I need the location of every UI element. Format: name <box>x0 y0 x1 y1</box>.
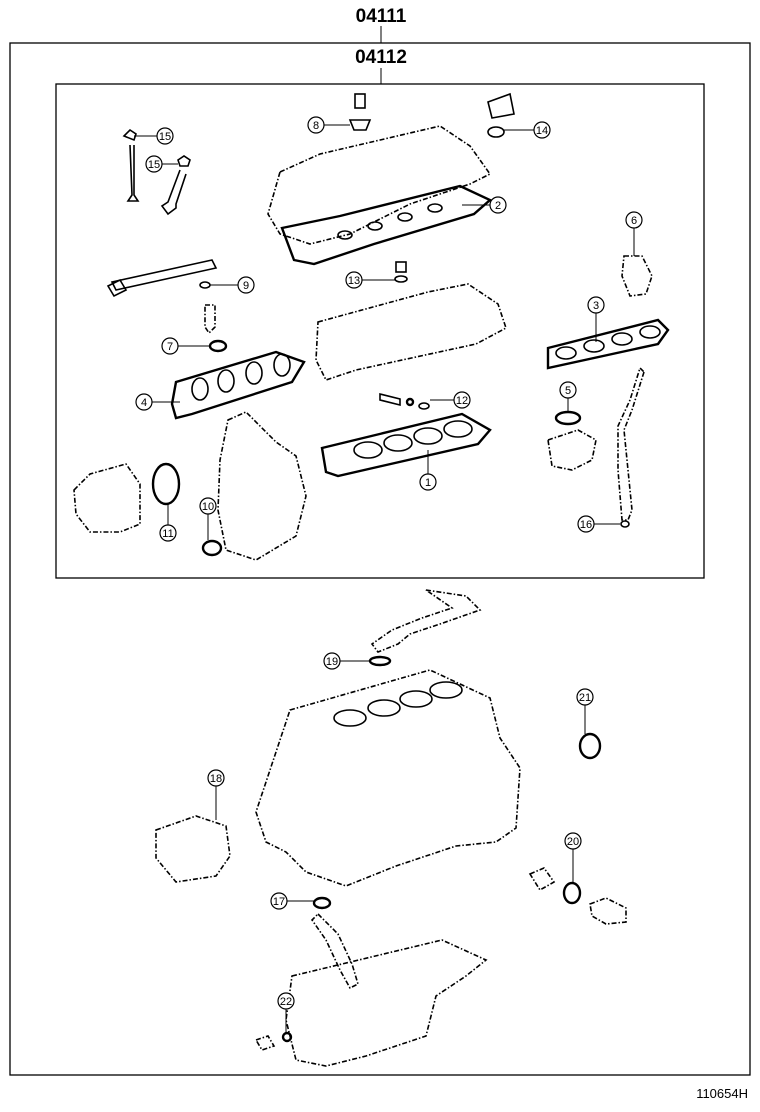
callout-21-label: 21 <box>579 692 591 704</box>
cylinder-head-cover-gasket <box>280 184 493 266</box>
cylinder-block-bores <box>333 681 463 727</box>
o-ring-part-20 <box>562 881 582 905</box>
callout-20-label: 20 <box>567 836 579 848</box>
callout-1-label: 1 <box>425 477 431 489</box>
oil-level-gauge-guide <box>370 589 482 653</box>
outer-assembly-number: 04111 <box>356 6 407 27</box>
callout-15-lower <box>145 155 163 173</box>
callout-6-label: 6 <box>631 215 637 227</box>
rear-oil-seal-retainer <box>155 815 231 883</box>
callout-20 <box>564 832 582 850</box>
figure-id: 110654H <box>696 1086 748 1101</box>
callout-19 <box>323 652 341 670</box>
plug-part-13 <box>394 261 408 283</box>
gasket-part-19 <box>368 655 392 667</box>
cylinder-head <box>315 283 507 381</box>
inner-frame <box>55 83 705 579</box>
spark-plug-tube-gaskets <box>337 203 443 240</box>
exhaust-manifold-ports <box>191 353 291 401</box>
stud-bolt-part-12 <box>379 392 430 410</box>
callout-12 <box>453 391 471 409</box>
callout-12-label: 12 <box>456 395 468 407</box>
water-pump <box>73 463 141 533</box>
callout-11-label: 11 <box>162 528 173 540</box>
callout-9-label: 9 <box>243 280 249 292</box>
oil-seal-part-10 <box>201 539 223 557</box>
callout-3 <box>587 296 605 314</box>
callout-15-lower-label: 15 <box>148 159 160 171</box>
exhaust-valve <box>160 155 191 216</box>
camshaft-end <box>106 278 128 298</box>
oil-seal-part-21 <box>578 732 602 760</box>
gasket-part-6 <box>621 255 653 297</box>
callout-21 <box>576 688 594 706</box>
cylinder-head-cover <box>267 125 492 245</box>
cylinder-block <box>255 669 521 887</box>
callout-4 <box>135 393 153 411</box>
inner-assembly-number: 04112 <box>355 47 407 68</box>
timing-chain-cover <box>217 411 307 561</box>
callout-5-label: 5 <box>565 385 571 397</box>
oil-pan <box>285 939 488 1067</box>
water-inlet <box>528 867 556 892</box>
callout-22-label: 22 <box>280 996 292 1008</box>
callout-15-upper-label: 15 <box>159 131 171 143</box>
callout-2-label: 2 <box>495 200 501 212</box>
callout-9 <box>237 276 255 294</box>
dipstick-guide <box>617 366 645 521</box>
o-ring-part-11 <box>151 462 181 506</box>
callout-1 <box>419 473 437 491</box>
callout-14 <box>533 121 551 139</box>
callout-18-label: 18 <box>210 773 222 785</box>
throttle-body <box>547 429 597 471</box>
callout-18 <box>207 769 225 787</box>
callout-8-label: 8 <box>313 120 319 132</box>
drain-plug-gasket-22 <box>281 1031 293 1043</box>
o-ring-part-9 <box>199 281 211 289</box>
callout-19-label: 19 <box>326 656 338 668</box>
callout-7 <box>161 337 179 355</box>
gasket-part-17 <box>312 896 332 910</box>
cylinder-head-gasket <box>320 412 492 478</box>
head-gasket-bores <box>353 420 473 459</box>
oil-filler-cap <box>348 93 372 131</box>
intake-manifold-gasket <box>546 318 670 370</box>
callout-3-label: 3 <box>593 300 599 312</box>
oil-seal-part-7 <box>208 339 228 353</box>
oil-strainer <box>310 912 359 990</box>
callout-13-label: 13 <box>348 275 360 287</box>
callout-16 <box>577 515 595 533</box>
callout-4-label: 4 <box>141 397 147 409</box>
callout-14-label: 14 <box>536 125 548 137</box>
callout-11 <box>159 524 177 542</box>
intake-valve <box>122 128 140 202</box>
callout-17 <box>270 892 288 910</box>
callout-22 <box>277 992 295 1010</box>
gasket-part-5 <box>554 410 582 426</box>
callout-16-label: 16 <box>580 519 592 531</box>
callouts: 1 2 3 4 5 6 7 8 9 10 <box>134 116 643 1033</box>
seal-part-9-holder <box>204 304 216 335</box>
callout-6 <box>625 211 643 229</box>
callout-10-label: 10 <box>202 501 214 513</box>
callout-15-upper <box>156 127 174 145</box>
callout-10 <box>199 497 217 515</box>
callout-8 <box>307 116 325 134</box>
callout-7-label: 7 <box>167 341 173 353</box>
water-outlet <box>589 897 627 925</box>
callout-2 <box>489 196 507 214</box>
drain-plug <box>254 1035 276 1051</box>
cap-part-14 <box>487 92 515 138</box>
o-ring-part-16 <box>620 520 630 528</box>
callout-13 <box>345 271 363 289</box>
callout-5 <box>559 381 577 399</box>
callout-17-label: 17 <box>273 896 285 908</box>
intake-manifold-ports <box>555 325 661 360</box>
outer-frame <box>9 42 751 1076</box>
camshaft-bearing-part <box>110 259 218 291</box>
